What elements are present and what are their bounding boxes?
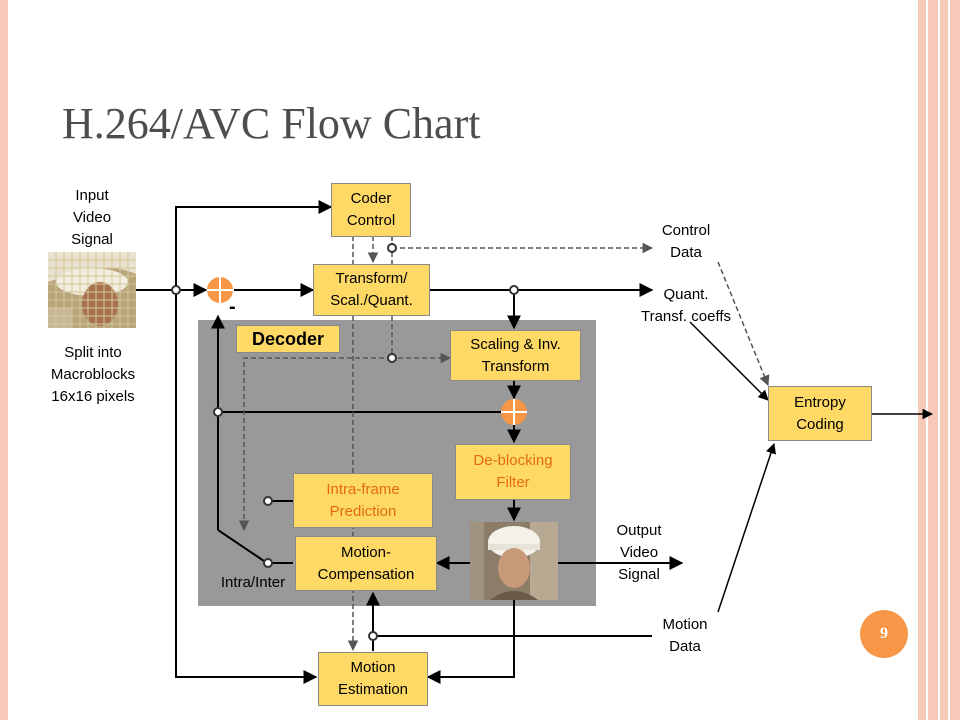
split-macroblocks-label: Split into Macroblocks 16x16 pixels [50, 344, 136, 405]
coeffs-to-entropy-line [689, 321, 769, 401]
junction-dots [171, 243, 519, 641]
decoder-label: Decoder [236, 325, 340, 353]
frame-to-me-line [426, 600, 515, 684]
decoded-frame-image [470, 522, 558, 600]
entropy-coding-block: Entropy Coding [768, 386, 872, 441]
motion-data-label: Motion Data [662, 616, 708, 655]
motion-to-entropy-line [717, 443, 776, 613]
motion-compensation-block: Motion- Compensation [295, 536, 437, 591]
scaling-inverse-transform-block: Scaling & Inv. Transform [450, 330, 581, 381]
input-video-label: Input Video Signal [71, 187, 113, 248]
adder-reconstruct [501, 399, 527, 425]
slide-frame-right [918, 0, 960, 720]
frame-stripe [938, 0, 940, 720]
intra-frame-prediction-block: Intra-frame Prediction [293, 473, 433, 528]
intra-inter-label: Intra/Inter [220, 574, 286, 591]
intra-inter-switch [217, 529, 265, 562]
deblocking-filter-block: De-blocking Filter [455, 444, 571, 500]
to-coder-control-line [175, 200, 333, 290]
input-macroblocks-image [48, 252, 136, 328]
control-to-switch-dashed [238, 357, 392, 532]
slide-title: H.264/AVC Flow Chart [62, 99, 481, 148]
output-video-label: Output Video Signal [616, 522, 662, 583]
frame-stripe [926, 0, 928, 720]
control-to-entropy-dashed [717, 261, 770, 386]
slide-frame-left [0, 0, 8, 720]
minus-sign: - [229, 296, 236, 318]
frame-stripe [948, 0, 950, 720]
adder-subtract [207, 277, 233, 303]
quant-coeffs-label: Quant. Transf. coeffs [640, 286, 732, 325]
motion-estimation-block: Motion Estimation [318, 652, 428, 706]
to-motion-estimation-line [175, 290, 318, 684]
coder-control-block: Coder Control [331, 183, 411, 237]
page-number-badge: 9 [860, 610, 908, 658]
transform-quant-block: Transform/ Scal./Quant. [313, 264, 430, 316]
control-data-label: Control Data [661, 222, 711, 261]
